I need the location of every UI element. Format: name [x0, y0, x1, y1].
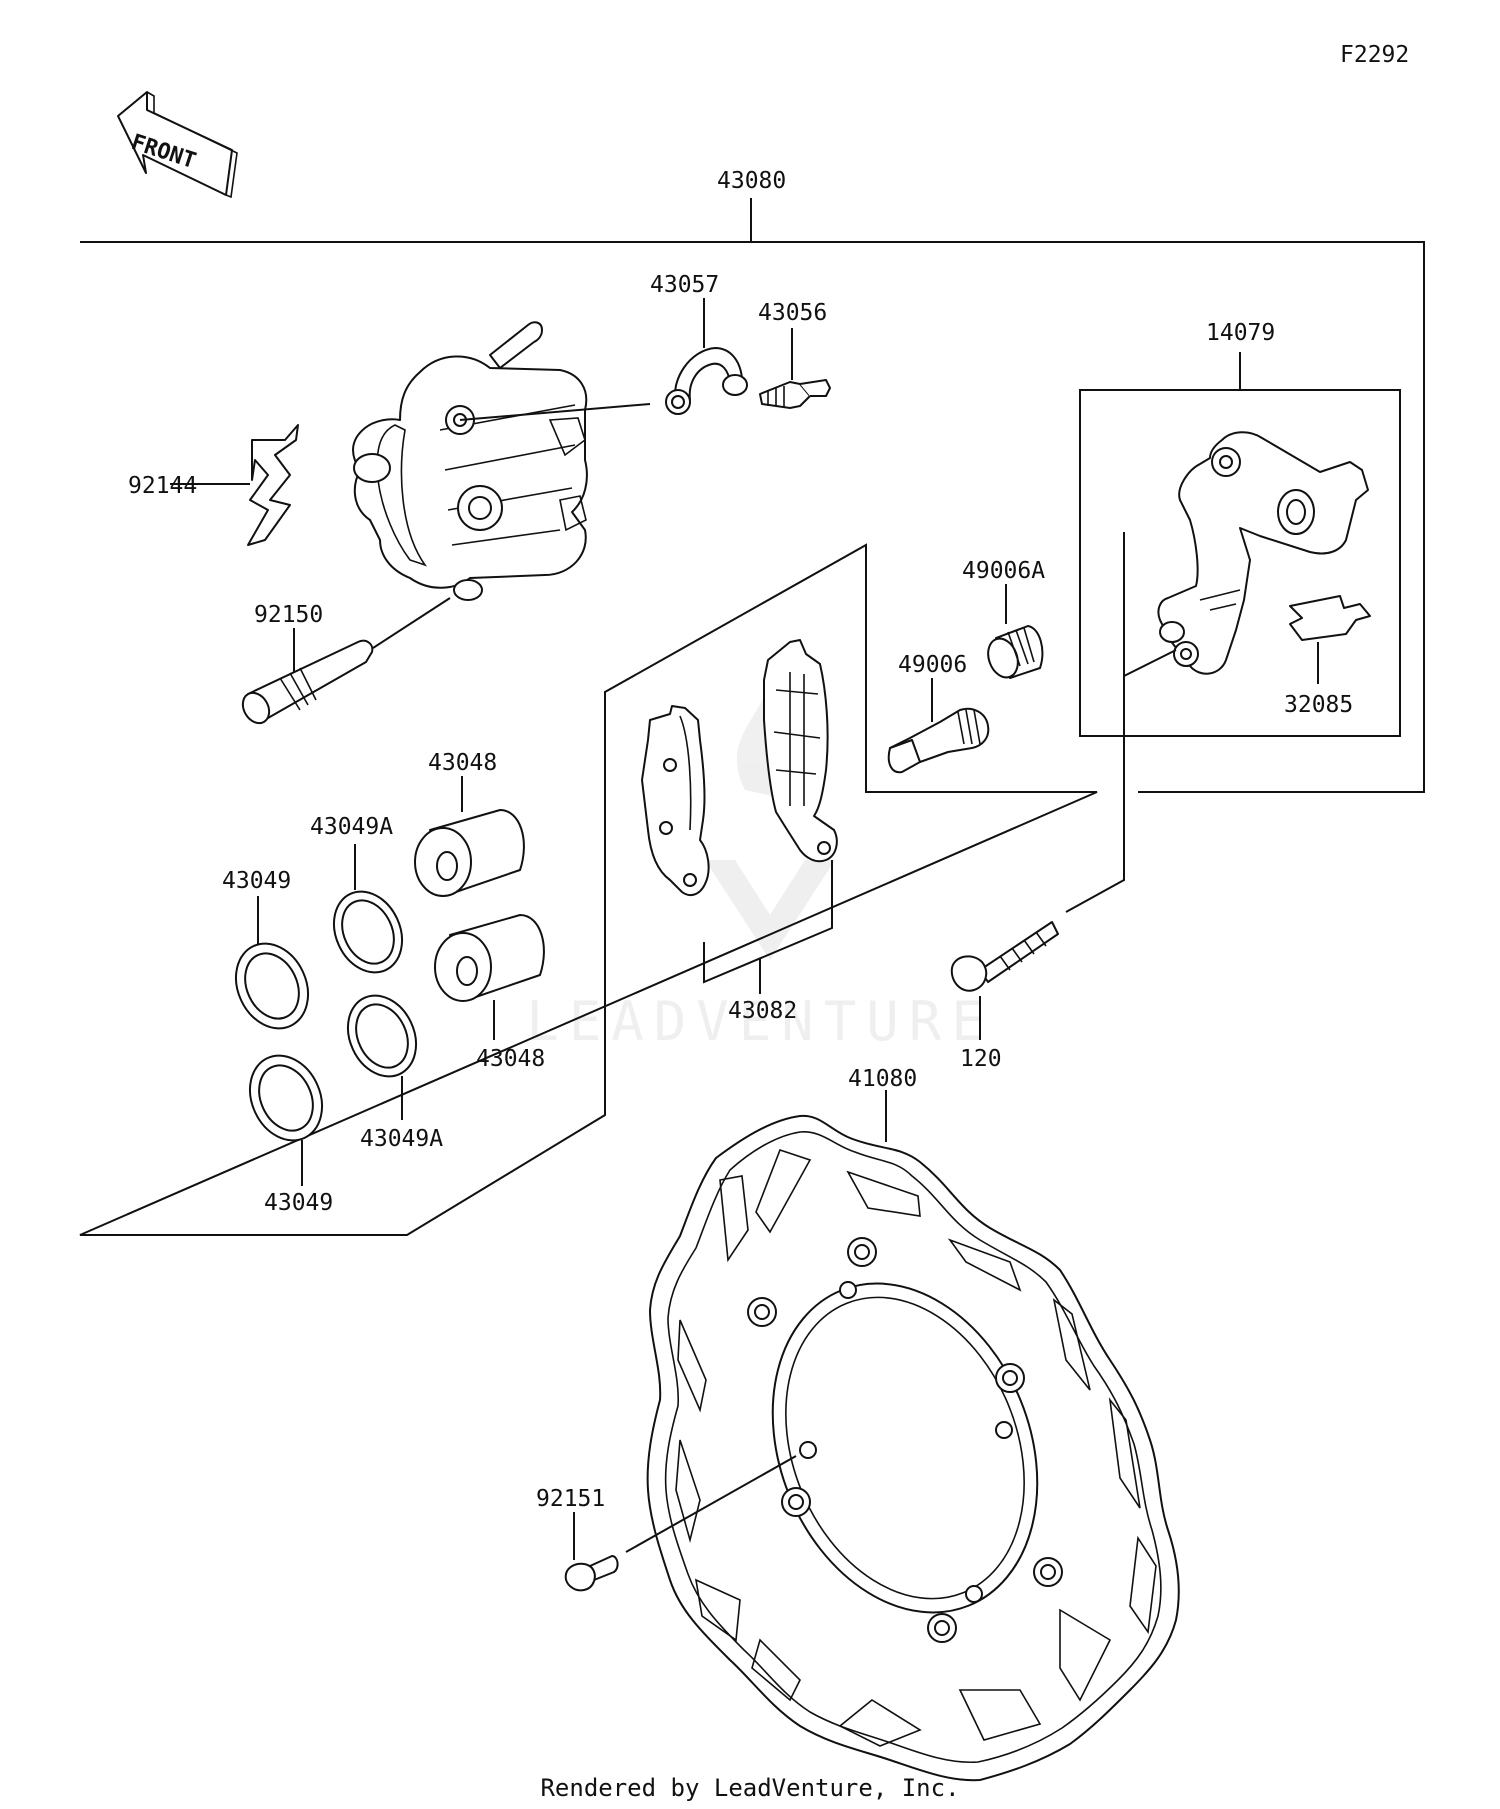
pad-spring-92144 — [170, 424, 299, 546]
bracket-pin-49006 — [887, 678, 990, 774]
label-43080: 43080 — [717, 168, 786, 194]
label-43049a-top: 43049A — [310, 814, 393, 840]
bracket-bolt-120 — [950, 532, 1125, 1040]
label-43082: 43082 — [728, 998, 797, 1024]
label-92150: 92150 — [254, 602, 323, 628]
label-43049-bottom: 43049 — [264, 1190, 333, 1216]
bleeder-cap-43057 — [459, 298, 748, 421]
caliper-body — [352, 321, 588, 601]
label-43056: 43056 — [758, 300, 827, 326]
label-41080: 41080 — [848, 1066, 917, 1092]
label-49006a: 49006A — [962, 558, 1045, 584]
front-arrow-icon: FRONT — [117, 91, 238, 199]
label-49006: 49006 — [898, 652, 967, 678]
label-14079: 14079 — [1206, 320, 1275, 346]
label-120: 120 — [960, 1046, 1002, 1072]
label-43048-bottom: 43048 — [476, 1046, 545, 1072]
caliper-pin-92150 — [241, 597, 451, 725]
figure-code: F2292 — [1340, 42, 1409, 68]
pad-clip-32085 — [1289, 595, 1371, 684]
piston-43048-bottom — [434, 914, 545, 1040]
seal-43049a-bottom — [346, 994, 418, 1120]
piston-43048-top — [414, 776, 525, 897]
brake-disc-41080 — [646, 1090, 1180, 1782]
label-43049a-bottom: 43049A — [360, 1126, 443, 1152]
seal-43049-top — [235, 896, 309, 1030]
caliper-bracket-14079 — [1123, 431, 1369, 677]
caliper-assembly-outline — [79, 198, 1425, 1236]
label-43049-top: 43049 — [222, 868, 291, 894]
bleeder-valve-43056 — [759, 328, 831, 409]
bracket-box-outline — [1079, 352, 1401, 737]
watermark-text: LEADVENTURE — [526, 990, 994, 1053]
label-92151: 92151 — [536, 1486, 605, 1512]
label-92144: 92144 — [128, 473, 197, 499]
seal-43049a-top — [332, 844, 404, 974]
disc-bolt-92151 — [564, 1455, 797, 1592]
label-32085: 32085 — [1284, 692, 1353, 718]
label-43048-top: 43048 — [428, 750, 497, 776]
footer-credit: Rendered by LeadVenture, Inc. — [540, 1774, 959, 1802]
seal-43049-bottom — [249, 1054, 323, 1186]
pin-boot-49006a — [987, 584, 1044, 679]
brake-pads-43082 — [641, 639, 838, 994]
label-43057: 43057 — [650, 272, 719, 298]
